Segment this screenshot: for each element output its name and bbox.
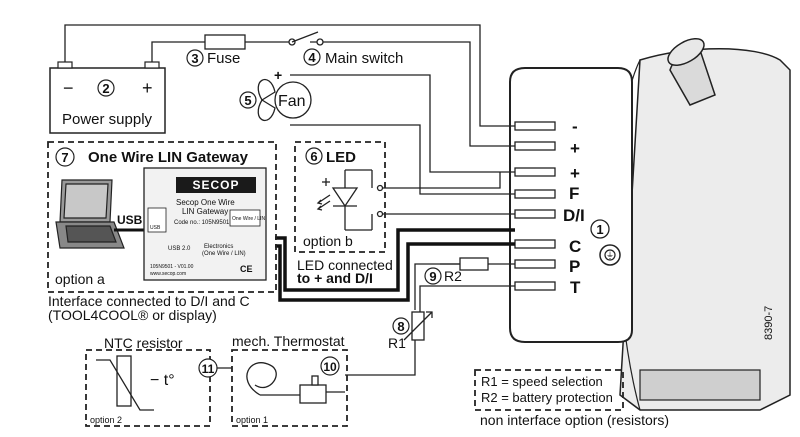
gateway-port-label: One Wire / LIN <box>232 216 265 222</box>
gateway-option: option a <box>55 271 105 287</box>
legend-line1: R1 = speed selection <box>481 374 603 389</box>
gateway-url: www.secop.com <box>150 271 186 277</box>
legend-caption: non interface option (resistors) <box>480 412 669 428</box>
power-supply-number: 2 <box>102 81 109 96</box>
terminal-label: + <box>570 164 580 183</box>
interface-note-line2: (TOOL4COOL® or display) <box>48 307 217 323</box>
ntc-resistor-icon <box>96 355 154 411</box>
terminal-label: - <box>572 117 578 136</box>
laptop-icon <box>55 179 125 249</box>
ntc-box <box>85 349 211 427</box>
terminal-label: D/I <box>563 206 585 225</box>
terminal-label: F <box>569 184 579 203</box>
gateway-product-line1: Secop One Wire <box>176 198 235 207</box>
gateway-electronics-line2: (One Wire / LIN) <box>202 251 246 257</box>
led-title: LED <box>326 149 356 166</box>
wires <box>64 24 515 376</box>
fan-label: Fan <box>278 93 306 110</box>
interface-note-line1: Interface connected to D/I and C <box>48 293 250 309</box>
gateway-usb-line: USB 2.0 <box>168 246 191 252</box>
compressor: ⏚ <box>509 38 791 411</box>
thermostat-number: 10 <box>323 360 337 374</box>
r1-resistor-icon <box>403 311 433 341</box>
fuse-icon <box>204 34 246 50</box>
terminal-label: C <box>569 237 581 256</box>
gateway-brand: SECOP <box>192 178 239 192</box>
fuse-label: Fuse <box>207 50 240 67</box>
ntc-number: 11 <box>202 362 215 376</box>
legend-box <box>474 369 624 411</box>
power-supply-minus: − <box>63 78 74 98</box>
led-number: 6 <box>310 149 317 164</box>
usb-cable-label: USB <box>117 213 143 227</box>
gateway-electronics-line1: Electronics <box>204 244 233 250</box>
ntc-symbol: − t° <box>150 372 175 389</box>
gateway-small-usb: USB <box>150 225 161 231</box>
gateway-code: Code no.: 105N9501 <box>174 220 230 226</box>
r1-number: 8 <box>397 319 404 334</box>
drawing-number: 8390-7 <box>763 306 775 340</box>
gateway-number: 7 <box>61 150 68 165</box>
gateway-bus-wires <box>275 228 515 302</box>
terminal-label: P <box>569 257 580 276</box>
gateway-box <box>47 141 277 293</box>
svg-text:⏚: ⏚ <box>606 251 614 260</box>
fuse-number: 3 <box>191 51 198 66</box>
terminal-label: T <box>570 278 581 297</box>
ntc-option: option 2 <box>90 415 122 425</box>
r2-resistor-icon <box>459 257 489 271</box>
main-switch-label: Main switch <box>325 50 403 67</box>
gateway-ce: CE <box>240 264 253 274</box>
electronic-unit-box <box>509 67 633 343</box>
fan-icon <box>257 79 312 121</box>
r1-label: R1 <box>388 335 406 351</box>
thermostat-icon <box>246 362 345 404</box>
gateway-title: One Wire LIN Gateway <box>88 149 249 166</box>
thermostat-label: mech. Thermostat <box>232 333 345 349</box>
gateway-serial: 105N9501 - V01.00 <box>150 264 194 270</box>
ntc-label: NTC resistor <box>104 335 183 351</box>
led-option: option b <box>303 233 353 249</box>
fan-number: 5 <box>244 93 251 108</box>
led-symbol-icon <box>316 169 384 231</box>
led-box <box>294 141 386 253</box>
thermostat-option: option 1 <box>236 415 268 425</box>
gateway-product-line2: LIN Gateway <box>182 207 228 216</box>
r2-number: 9 <box>429 269 436 284</box>
led-note-line1: LED connected <box>297 257 393 273</box>
led-note-line2: to + and D/I <box>297 270 373 286</box>
main-switch-number: 4 <box>308 50 316 65</box>
thermostat-box <box>231 349 348 427</box>
legend-line2: R2 = battery protection <box>481 390 613 405</box>
power-supply <box>49 61 166 134</box>
terminal-label: + <box>570 139 580 158</box>
power-supply-plus: + <box>142 78 153 98</box>
secop-logo <box>176 177 256 193</box>
r2-label: R2 <box>444 268 462 284</box>
ground-bolt-icon <box>599 244 621 266</box>
power-supply-label: Power supply <box>62 111 153 128</box>
main-switch-icon <box>288 31 324 46</box>
fan-plus: + <box>274 67 282 83</box>
compressor-number: 1 <box>596 222 603 237</box>
